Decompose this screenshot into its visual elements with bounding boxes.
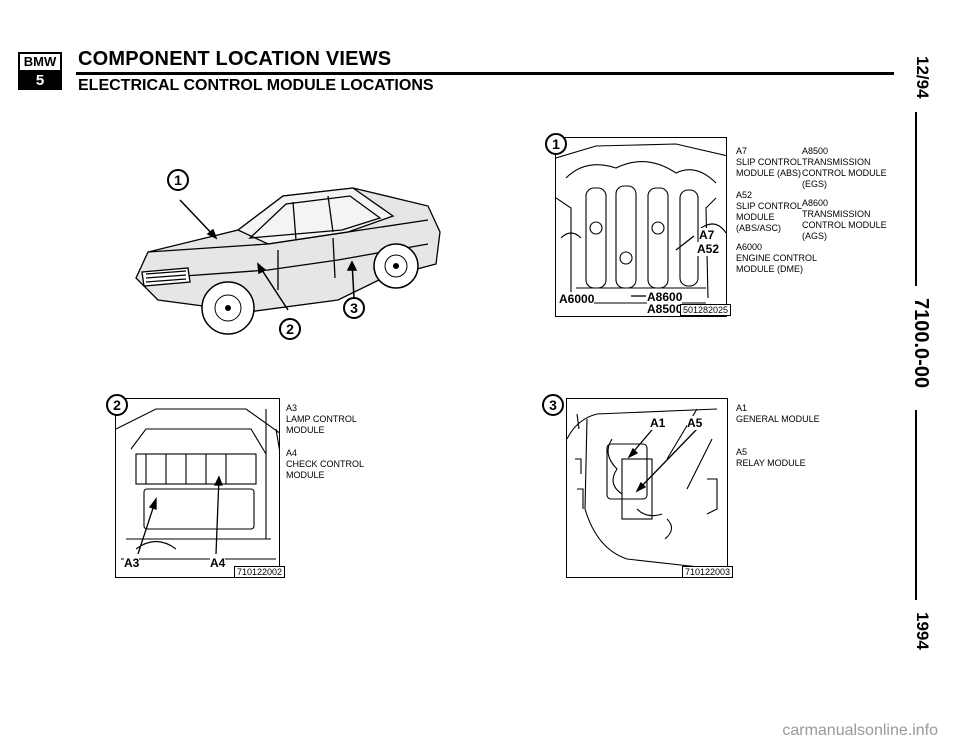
margin-section-number: 7100.0-00 (910, 298, 932, 389)
figure-3-number: 3 (542, 394, 564, 416)
car-drawing (135, 187, 441, 335)
callout-a8600: A8600 TRANSMISSION CONTROL MODULE (AGS) (802, 198, 887, 241)
page-title: COMPONENT LOCATION VIEWS (78, 48, 392, 70)
figure-2-callouts: A3 LAMP CONTROL MODULE A4 CHECK CONTROL … (286, 403, 364, 489)
watermark: carmanualsonline.info (782, 722, 938, 739)
figure-2-trunk (115, 398, 280, 578)
figure-3-under-dash (566, 398, 728, 578)
margin-line-1 (915, 112, 917, 286)
figure-1-engine-bay (555, 137, 727, 317)
figure-2-number: 2 (106, 394, 128, 416)
callout-a5: A5 RELAY MODULE (736, 447, 806, 468)
figure-1-callouts-right: A8500 TRANSMISSION CONTROL MODULE (EGS) … (802, 146, 887, 250)
page-subtitle: ELECTRICAL CONTROL MODULE LOCATIONS (78, 77, 434, 94)
figure-3-label-a5: A5 (687, 416, 703, 430)
margin-date: 12/94 (913, 56, 932, 99)
figure-3-label-a1: A1 (650, 416, 666, 430)
callout-a6000: A6000 ENGINE CONTROL MODULE (DME) (736, 242, 818, 274)
figure-1-number: 1 (545, 133, 567, 155)
car-illustration (128, 160, 448, 340)
figure-1-label-a6000: A6000 (559, 292, 595, 306)
callout-a8500: A8500 TRANSMISSION CONTROL MODULE (EGS) (802, 146, 887, 189)
bmw-5-logo: BMW 5 (18, 52, 62, 90)
figure-1-label-a8500: A8500 (647, 302, 683, 316)
figure-1-callouts-left: A7 SLIP CONTROL MODULE (ABS) A52 SLIP CO… (736, 146, 817, 283)
figure-1-drawing (556, 143, 726, 304)
figure-3-callouts: A1 GENERAL MODULE A5 RELAY MODULE (736, 403, 820, 477)
callout-a3: A3 LAMP CONTROL MODULE (286, 403, 357, 435)
figure-1-code: 501282025 (680, 304, 732, 316)
callout-a1: A1 GENERAL MODULE (736, 403, 820, 424)
figure-2-label-a4: A4 (210, 556, 226, 570)
marker-3: 3 (343, 297, 365, 319)
figure-1-label-a52: A52 (697, 242, 720, 256)
callout-a4: A4 CHECK CONTROL MODULE (286, 448, 365, 480)
figure-1-label-a8600: A8600 (647, 290, 683, 304)
margin-line-2 (915, 410, 917, 600)
callout-a7: A7 SLIP CONTROL MODULE (ABS) (736, 146, 802, 178)
header-rule (76, 72, 894, 75)
front-wheel (201, 281, 255, 335)
figure-3-code: 710122003 (682, 566, 734, 578)
figure-2-label-a3: A3 (124, 556, 140, 570)
figure-3-drawing (567, 408, 718, 570)
figure-1-label-a7: A7 (699, 228, 715, 242)
callout-a52: A52 SLIP CONTROL MODULE (ABS/ASC) (736, 190, 802, 233)
figure-2-code: 710122002 (234, 566, 286, 578)
marker-1: 1 (167, 169, 189, 191)
margin-year: 1994 (913, 612, 932, 650)
rear-wheel (373, 243, 419, 289)
figure-2-drawing (116, 408, 279, 560)
marker-2: 2 (279, 318, 301, 340)
